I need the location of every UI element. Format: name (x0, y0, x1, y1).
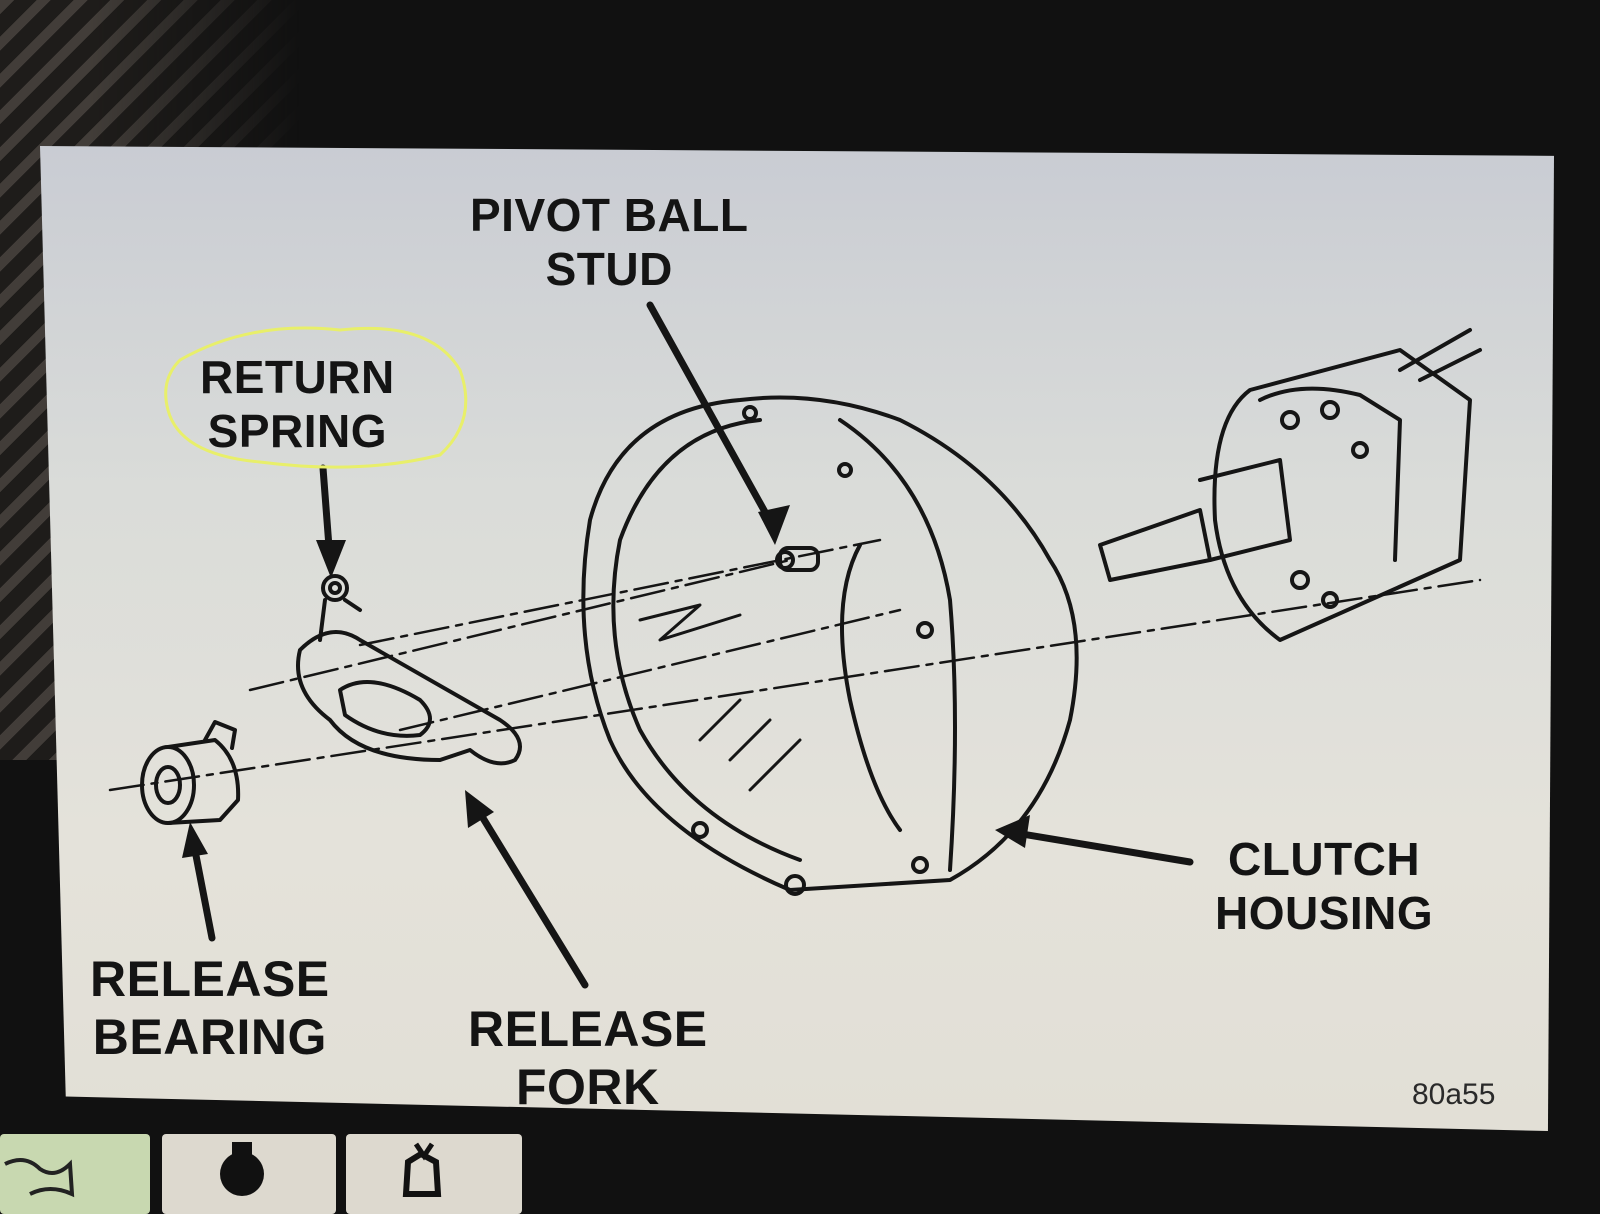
wire-icon (4, 1158, 75, 1198)
alignment-lines (108, 538, 1482, 792)
label-release-bearing: RELEASE BEARING (90, 950, 330, 1066)
label-line: SPRING (207, 405, 388, 457)
label-pivot-ball-stud: PIVOT BALL STUD (470, 188, 748, 296)
callout-arrows (189, 301, 1194, 989)
figure-code: 80a55 (1412, 1078, 1496, 1111)
label-line: HOUSING (1215, 887, 1434, 939)
thumbnail-3[interactable] (346, 1134, 522, 1214)
label-line: PIVOT BALL (470, 189, 749, 241)
label-clutch-housing: CLUTCH HOUSING (1215, 832, 1433, 940)
part-icon (220, 1142, 264, 1196)
label-line: BEARING (92, 1009, 327, 1065)
label-line: CLUTCH (1228, 833, 1421, 885)
diagram-panel (40, 146, 1554, 1131)
return-spring-highlight (164, 326, 468, 469)
label-release-fork: RELEASE FORK (468, 1000, 708, 1116)
label-line: FORK (516, 1059, 660, 1115)
thumbnail-2[interactable] (162, 1134, 336, 1214)
release-bearing-drawing (140, 720, 241, 825)
pivot-ball-stud-drawing (775, 546, 820, 572)
transmission-drawing (1098, 328, 1482, 642)
label-line: RELEASE (468, 1001, 708, 1057)
assembly-icon (402, 1142, 442, 1197)
label-line: RELEASE (90, 951, 330, 1007)
arrow-heads (182, 505, 1030, 858)
label-line: RETURN (200, 351, 395, 403)
clutch-housing-drawing (581, 395, 1079, 896)
release-fork-drawing (296, 574, 522, 766)
thumbnail-1[interactable] (0, 1134, 150, 1214)
label-line: STUD (545, 243, 673, 295)
label-return-spring: RETURN SPRING (200, 350, 395, 458)
